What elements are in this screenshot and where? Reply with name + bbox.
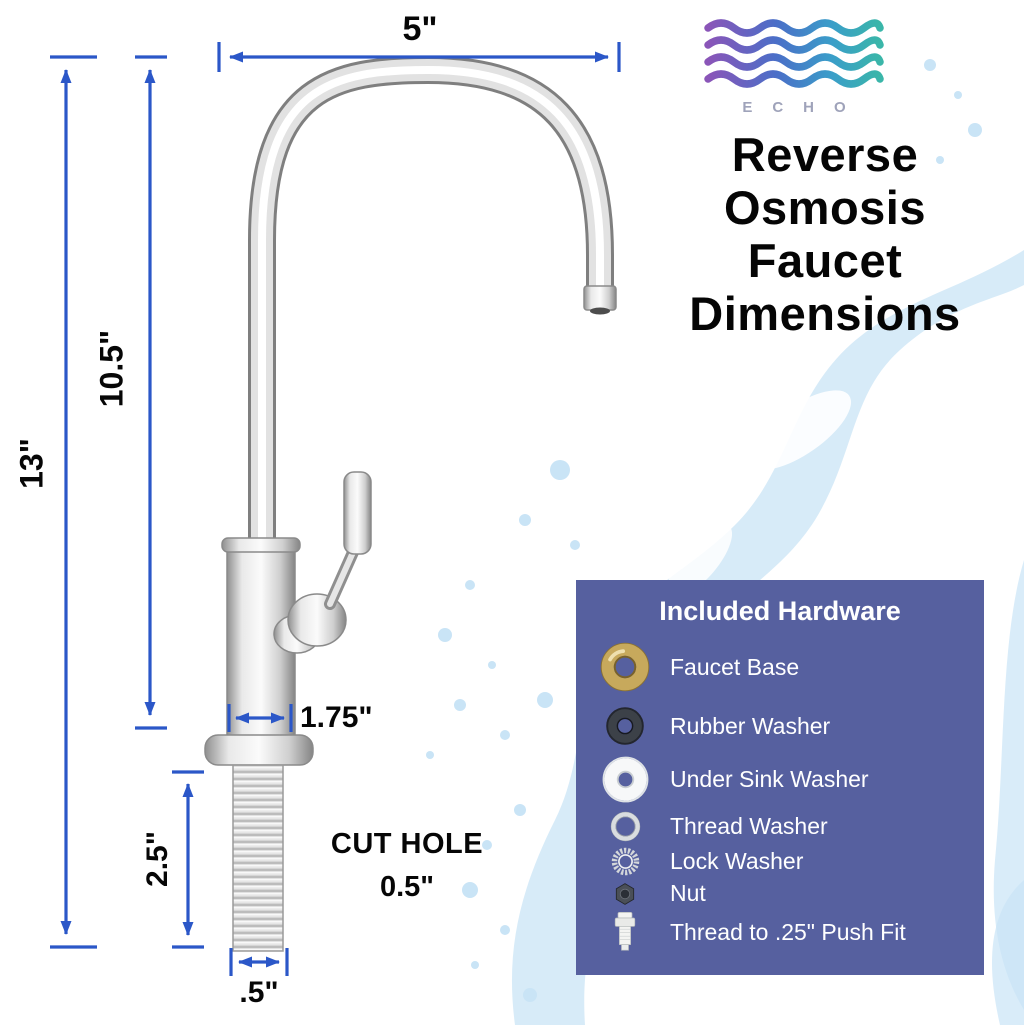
dimension-spout-height-label: 10.5" [93,329,130,408]
brand-logo: ECHO [703,18,885,116]
thread-washer-icon [594,810,656,843]
threaded-shank [232,764,284,952]
title-line-2: Osmosis [723,181,927,235]
hardware-item-label: Faucet Base [670,653,800,680]
hardware-item-label: Thread to .25" Push Fit [670,918,906,945]
handle-lever [343,471,372,555]
page-title: Reverse Osmosis Faucet Dimensions [636,128,1014,340]
dimension-base-width-label: 1.75" [300,701,373,734]
hardware-item-label: Nut [670,880,706,906]
hardware-item-thread-washer: Thread Washer [594,810,966,843]
hardware-item-lock-washer: Lock Washer [594,845,966,878]
dimension-total-height-label: 13" [13,438,50,489]
dimension-lines [50,42,621,976]
hardware-item-label: Lock Washer [670,848,804,874]
hardware-item-label: Under Sink Washer [670,766,869,792]
title-line-3: Faucet [747,234,903,288]
logo-waves-icon [704,19,884,88]
dimension-top-width-label: 5" [402,10,438,48]
hardware-item-rubber-washer: Rubber Washer [594,703,966,749]
hardware-item-label: Thread Washer [670,813,828,839]
faucet-base-icon [594,639,656,695]
cut-hole-label: CUT HOLE [330,828,484,860]
push-fit-icon [594,911,656,953]
nut-icon [594,881,656,907]
hardware-item-label: Rubber Washer [670,712,831,739]
included-hardware-panel: Included Hardware Faucet Base [576,580,984,975]
dimension-thread-width-label: .5" [239,976,279,1009]
dimension-thread-length-label: 2.5" [141,831,174,887]
spout-tip [583,285,617,311]
under-sink-washer-icon [594,752,656,807]
hardware-panel-title: Included Hardware [659,596,901,626]
brand-name: ECHO [742,99,866,116]
hardware-item-push-fit: Thread to .25" Push Fit [594,911,966,953]
title-line-4: Dimensions [689,287,961,341]
hardware-item-under-sink-washer: Under Sink Washer [594,752,966,807]
hardware-item-faucet-base: Faucet Base [594,639,966,695]
faucet-drawing [204,55,617,952]
lock-washer-icon [594,845,656,878]
hardware-item-nut: Nut [594,880,966,907]
faucet-base-flange [204,734,314,766]
cut-hole-value: 0.5" [379,871,435,903]
rubber-washer-icon [594,703,656,749]
title-line-1: Reverse [731,128,919,181]
